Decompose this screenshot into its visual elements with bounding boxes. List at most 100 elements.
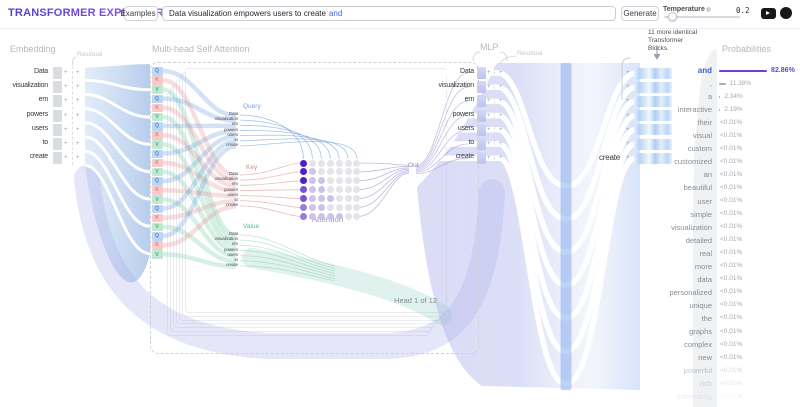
attention-matrix-dot — [353, 195, 361, 203]
value-token-label: em — [231, 241, 238, 247]
probability-percent: <0.01% — [720, 183, 743, 191]
probability-percent: 2.34% — [724, 92, 743, 100]
attention-matrix-dot — [326, 195, 334, 203]
probability-bar — [719, 70, 768, 73]
probability-token: data — [697, 274, 712, 284]
header-bar: Transformer Explainer Examples ▾ Data vi… — [0, 0, 800, 29]
examples-label: Examples — [120, 9, 156, 18]
qkv-block-q: Q — [151, 122, 163, 131]
probability-percent: <0.01% — [720, 288, 743, 296]
query-token-label: to — [234, 136, 238, 142]
probability-token: simple — [690, 209, 712, 219]
qkv-block-v: V — [151, 250, 163, 259]
key-token-label: create — [226, 202, 238, 207]
attention-matrix-dot — [335, 186, 343, 194]
attention-matrix-dot — [308, 168, 316, 176]
attention-matrix-dot — [326, 159, 334, 167]
probability-percent: <0.01% — [720, 249, 743, 257]
query-token-label: powers — [224, 126, 238, 132]
query-label: Query — [243, 103, 261, 110]
mlp-vector-block[interactable] — [477, 67, 486, 79]
embedding-section-title: Embedding — [10, 44, 56, 54]
embedding-vector-block[interactable] — [53, 95, 62, 108]
value-token-label: users — [227, 251, 238, 257]
probability-token: powerful — [683, 366, 712, 376]
probability-percent: 82.86% — [771, 66, 795, 74]
info-icon[interactable] — [706, 7, 711, 12]
qkv-block-q: Q — [151, 232, 163, 241]
attention-matrix-dot — [353, 177, 361, 185]
probability-token: more — [694, 261, 712, 271]
embedding-vector-block[interactable] — [53, 123, 62, 136]
transformer-block-bar — [634, 95, 672, 107]
probability-percent: <0.01% — [720, 236, 743, 244]
examples-button[interactable]: Examples ▾ — [120, 6, 162, 21]
plus-icon: + — [76, 155, 80, 162]
probability-token: new — [698, 353, 712, 363]
probability-percent: <0.01% — [720, 340, 743, 348]
residual-label-2: Residual — [517, 50, 543, 57]
probability-percent: <0.01% — [720, 118, 743, 126]
embedding-vector-block[interactable] — [53, 81, 62, 94]
embedding-vector-block[interactable] — [53, 138, 62, 150]
temperature-label: Temperature — [663, 6, 705, 13]
mlp-vector-block[interactable] — [477, 123, 486, 136]
probability-token: rich — [699, 379, 712, 389]
probability-bar — [719, 109, 721, 112]
temperature-value: 0.2 — [736, 6, 750, 15]
attention-head-card[interactable] — [185, 68, 447, 313]
temperature-slider[interactable] — [664, 16, 740, 18]
plus-icon: + — [487, 155, 491, 162]
mlp-vector-block[interactable] — [477, 95, 486, 108]
mlp-vector-block[interactable] — [477, 81, 486, 94]
head-selector-label[interactable]: Head 1 of 12 — [394, 296, 437, 305]
note-line-3: Blocks. — [648, 45, 669, 52]
key-token-label: users — [227, 191, 238, 197]
mlp-vector-block[interactable] — [477, 152, 486, 165]
probability-percent: <0.01% — [720, 144, 743, 152]
probability-token: , — [709, 79, 712, 89]
token-label: Data — [34, 68, 48, 75]
plus-icon: + — [499, 70, 503, 76]
key-token-label: Data — [228, 171, 238, 177]
plus-icon: + — [626, 98, 630, 105]
probability-token: beautiful — [683, 183, 712, 193]
attention-matrix-dot — [335, 159, 343, 167]
mlp-vector-block[interactable] — [477, 109, 486, 122]
key-token-label: to — [234, 196, 238, 202]
attention-matrix-dot — [308, 177, 316, 185]
attention-matrix-dot — [300, 159, 307, 167]
value-token-label: Data — [228, 231, 238, 237]
plus-icon: + — [626, 126, 630, 133]
attention-matrix-dot — [335, 168, 343, 176]
probability-token: visual — [692, 131, 712, 141]
attention-matrix-dot — [344, 186, 352, 194]
mlp-vector-block[interactable] — [477, 138, 486, 150]
attention-matrix-dot — [326, 186, 334, 194]
attention-matrix-dot — [353, 186, 361, 194]
plus-icon: + — [64, 70, 68, 76]
qkv-block-k: K — [151, 158, 163, 168]
attention-matrix-dot — [344, 204, 352, 211]
embedding-vector-block[interactable] — [53, 67, 62, 79]
residual-divider — [494, 66, 495, 165]
query-token-label: Data — [228, 111, 238, 117]
generate-button[interactable]: Generate — [621, 6, 659, 21]
probability-percent: <0.01% — [720, 197, 743, 204]
embedding-vector-block[interactable] — [53, 152, 62, 165]
plus-icon: + — [499, 141, 503, 147]
probability-token: customized — [674, 157, 712, 167]
value-token-label: visualization — [214, 236, 238, 242]
github-icon[interactable] — [780, 7, 792, 19]
query-token-label: em — [231, 121, 238, 127]
temperature-slider-thumb[interactable] — [668, 12, 677, 21]
embedding-vector-block[interactable] — [53, 109, 62, 122]
youtube-icon[interactable] — [761, 8, 776, 19]
attention-matrix-dot — [317, 195, 325, 203]
qkv-block-v: V — [151, 140, 163, 149]
probability-token: and — [697, 66, 712, 75]
plus-icon: + — [64, 98, 68, 105]
probability-percent: <0.01% — [720, 157, 743, 165]
prompt-input[interactable]: Data visualization empowers users to cre… — [162, 6, 616, 21]
